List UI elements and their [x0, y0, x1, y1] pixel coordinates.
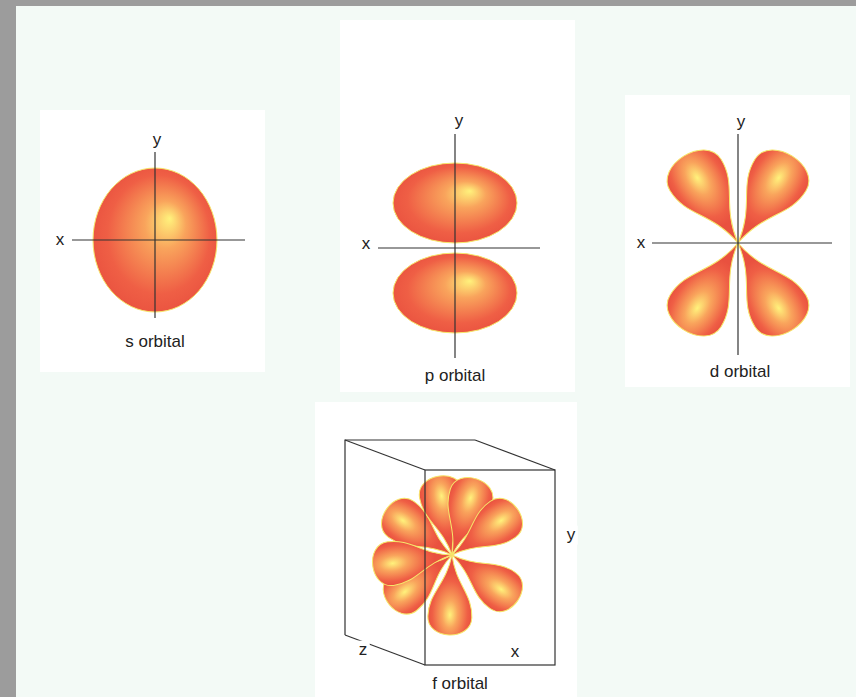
f-panel: [315, 402, 577, 697]
axis-label: y: [453, 112, 466, 131]
y-axis: [154, 152, 155, 318]
p-panel: [340, 20, 575, 392]
orbital-name: s orbital: [123, 333, 187, 352]
d-panel: [625, 95, 850, 387]
x-axis: [652, 242, 832, 243]
axis-label: z: [357, 641, 370, 660]
orbital-name: x: [509, 643, 522, 662]
axis-label: x: [635, 234, 648, 253]
axis-label: x: [360, 235, 373, 254]
orbital-name: f orbital: [430, 675, 490, 694]
y-axis: [737, 134, 738, 355]
cube-edge: [345, 440, 425, 470]
cube-edge: [425, 470, 555, 665]
d-orbital-lobe: [713, 227, 818, 346]
orbital-name: p orbital: [423, 367, 487, 386]
orbital-name: d orbital: [708, 363, 772, 382]
d-orbital-lobe: [713, 140, 818, 259]
cube-edge: [475, 440, 555, 470]
s-panel: [40, 110, 265, 372]
x-axis: [378, 247, 540, 248]
axis-label: y: [151, 131, 164, 150]
axis-label: y: [735, 113, 748, 132]
page-ground: [16, 6, 856, 697]
x-axis: [72, 239, 245, 240]
cube-edge: [345, 635, 425, 665]
axis-label: x: [54, 231, 67, 250]
f-orbital-lobe: [370, 533, 455, 588]
y-axis: [454, 134, 455, 358]
axis-label: y: [565, 526, 578, 545]
